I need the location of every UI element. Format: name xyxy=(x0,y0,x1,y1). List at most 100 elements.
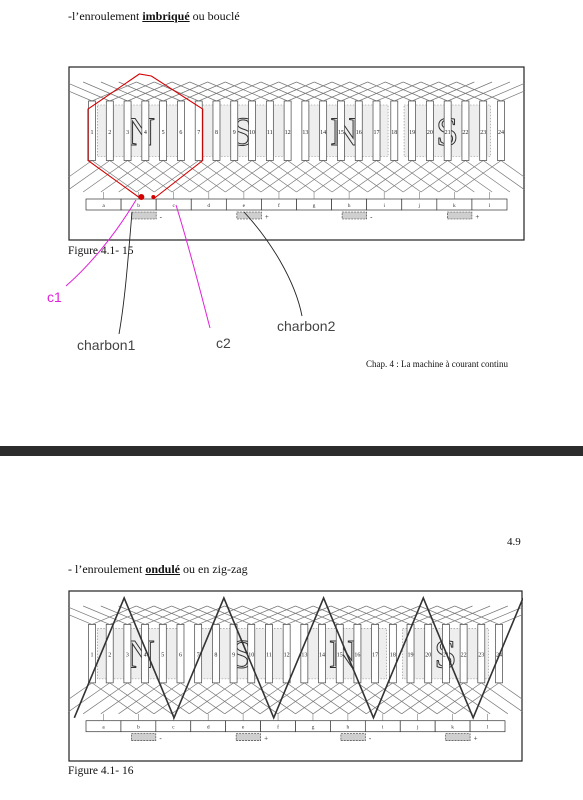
coil-end-line xyxy=(429,81,475,102)
coil-end-line xyxy=(358,160,404,193)
slot-number: 10 xyxy=(248,653,254,659)
winding-diagram: NSNS123456789101112131415161718192021222… xyxy=(47,66,546,241)
coil-end-line xyxy=(100,160,146,193)
coil-end-line xyxy=(401,605,447,625)
coil-end-line xyxy=(65,81,110,102)
coil-end-line xyxy=(366,682,411,715)
coil-end-line xyxy=(314,160,359,193)
coil-end-line xyxy=(268,682,314,715)
segment-label: k xyxy=(451,725,454,731)
c1-marker xyxy=(138,194,145,200)
segment-label: c xyxy=(172,725,175,731)
conductor xyxy=(354,100,363,161)
coil-end-line xyxy=(278,160,324,193)
coil-end-line xyxy=(374,682,420,715)
coil-end-line xyxy=(189,605,234,625)
coil-end-line xyxy=(367,160,413,193)
slot-number: 13 xyxy=(302,130,308,136)
slot-number: 11 xyxy=(267,130,273,136)
conductor xyxy=(497,100,505,161)
coil-end-line xyxy=(180,81,226,102)
coil-end-line xyxy=(65,160,110,193)
coil-end-line xyxy=(82,160,128,193)
brush-polarity: + xyxy=(475,213,479,221)
coil-end-line xyxy=(445,605,491,625)
conductor xyxy=(337,100,345,161)
coil-end-line xyxy=(401,682,447,715)
figure-caption-15: Figure 4.1- 15 xyxy=(68,245,134,257)
brush xyxy=(340,733,366,742)
coil-end-line xyxy=(145,81,190,102)
slot-number: 6 xyxy=(179,130,182,136)
coil-end-line xyxy=(296,81,342,102)
heading-prefix: -l’enroulement xyxy=(68,9,143,23)
conductor xyxy=(477,624,486,684)
slot-number: 22 xyxy=(462,130,468,136)
coil-end-line xyxy=(374,605,420,625)
slot-number: 4 xyxy=(144,653,147,659)
coil-end-line xyxy=(136,682,181,715)
coil-end-line xyxy=(410,605,455,625)
coil-end-line xyxy=(366,605,411,625)
coil-end-line xyxy=(243,81,288,102)
slot-number: 14 xyxy=(319,653,325,659)
coil-end-line xyxy=(454,682,500,715)
conductor xyxy=(88,624,96,684)
coil-end-line xyxy=(348,605,393,625)
coil-end-line xyxy=(118,605,163,625)
coil-end-line xyxy=(189,81,235,102)
coil-end-line xyxy=(180,160,226,193)
segment-label: a xyxy=(102,725,105,731)
slot-number: 5 xyxy=(162,130,165,136)
coil-end-line xyxy=(162,682,208,715)
slot-number: 15 xyxy=(338,130,344,136)
coil-end-line xyxy=(118,682,163,715)
coil-end-line xyxy=(197,682,243,715)
conductor xyxy=(495,624,503,684)
segment-label: l xyxy=(487,725,489,731)
conductor xyxy=(105,624,114,684)
coil-end-line xyxy=(438,160,484,193)
coil-end-line xyxy=(323,81,368,102)
coil-end-line xyxy=(216,81,262,102)
conductor xyxy=(212,100,221,161)
coil-end-line xyxy=(189,682,234,715)
coil-end-line xyxy=(321,682,367,715)
coil-end-line xyxy=(154,160,199,193)
slot-number: 21 xyxy=(443,653,449,659)
coil-end-line xyxy=(447,81,493,102)
wave-winding-path xyxy=(73,595,524,720)
wave-polyline xyxy=(73,595,524,720)
coil-end-line xyxy=(216,160,262,193)
coil-end-line xyxy=(260,160,306,193)
segment-label: g xyxy=(312,725,315,731)
coil-end-line xyxy=(463,682,509,715)
conductor xyxy=(335,624,344,684)
coil-end-line xyxy=(340,160,386,193)
coil-end-line xyxy=(198,160,244,193)
conductor xyxy=(301,100,310,161)
coil-end-line xyxy=(287,160,333,193)
coil-end-line xyxy=(383,605,429,625)
conductor xyxy=(408,100,416,161)
coil-end-line xyxy=(358,81,404,102)
brush-polarity: - xyxy=(370,213,373,221)
conductor xyxy=(282,624,291,684)
slot-number: 1 xyxy=(91,653,94,659)
conductor xyxy=(318,624,326,684)
coil-end-line xyxy=(207,81,253,102)
annotation-c2: c2 xyxy=(216,335,231,351)
coil-end-line xyxy=(100,605,146,625)
coil-end-line xyxy=(394,160,439,193)
conductor xyxy=(390,100,399,161)
slot-number: 11 xyxy=(266,653,272,659)
conductor xyxy=(176,624,185,684)
coil-end-line xyxy=(456,81,502,102)
coil-end-line xyxy=(251,605,296,625)
coil-end-line xyxy=(162,160,208,193)
coil-end-line xyxy=(242,605,287,625)
annotation-charbon2: charbon2 xyxy=(277,318,336,334)
coil-end-line xyxy=(445,682,491,715)
coil-end-line xyxy=(392,605,438,625)
slot-number: 21 xyxy=(445,130,451,136)
